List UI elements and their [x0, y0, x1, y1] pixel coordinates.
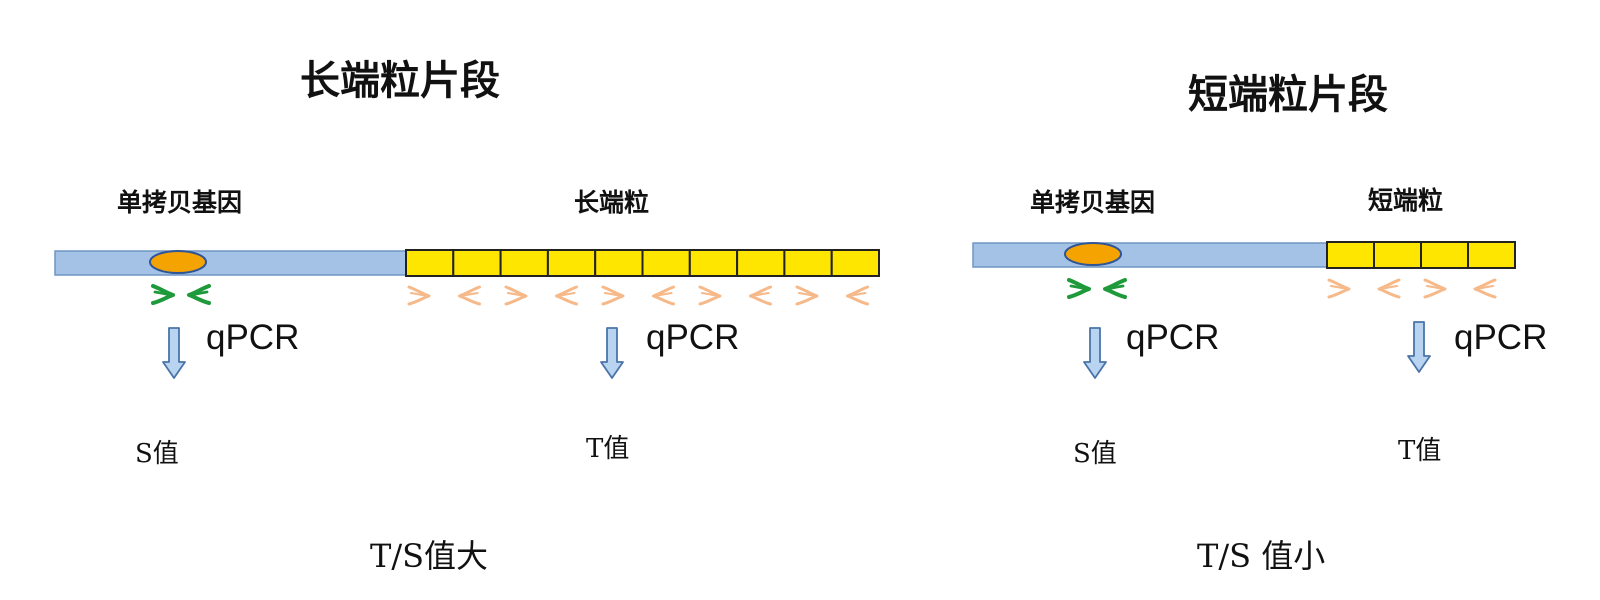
forward-primer-icon [1423, 278, 1447, 299]
telomere-repeat-box [1373, 241, 1422, 269]
forward-primer-icon [407, 285, 431, 306]
dna-strand [972, 242, 1328, 268]
telomere-repeat-box [499, 249, 549, 277]
short-telomere-diagram [972, 241, 1516, 379]
t-value-label: T值 [1398, 436, 1442, 466]
telomere-repeat-box [405, 249, 455, 277]
forward-primer-icon [1067, 278, 1091, 299]
telomere-qpcr-label: qPCR [646, 318, 740, 357]
single-copy-gene-label: 单拷贝基因 [1030, 188, 1156, 217]
forward-primer-icon [601, 285, 625, 306]
short-telomere-panel: 短端粒片段 单拷贝基因 短端粒 qPCR qPCR S值 T值 T/S 值小 [930, 0, 1600, 600]
telomere-repeat-box [830, 249, 881, 277]
forward-primer-icon [1327, 278, 1351, 299]
telomere-repeat-box [783, 249, 833, 277]
down-arrow-icon [162, 327, 186, 379]
single-copy-gene-mark [1064, 242, 1122, 266]
forward-primer-icon [698, 285, 722, 306]
long-telomere-title: 长端粒片段 [300, 57, 500, 104]
down-arrow-icon [600, 327, 624, 379]
telomere-repeat-box [546, 249, 597, 277]
reverse-primer-icon [749, 285, 772, 306]
ts-ratio-label: T/S 值小 [1197, 537, 1326, 575]
telomere-repeat-box [688, 249, 739, 277]
telomere-qpcr-label: qPCR [1454, 318, 1548, 357]
gene-primer-pair [1067, 278, 1127, 299]
dna-strand [54, 250, 408, 276]
telomere-repeat-box [641, 249, 691, 277]
down-arrow-icon [1083, 327, 1107, 379]
t-value-label: T值 [586, 434, 630, 464]
forward-primer-icon [795, 285, 819, 306]
single-copy-gene-label: 单拷贝基因 [117, 188, 243, 217]
telomere-repeat-box [1326, 241, 1375, 269]
s-value-label: S值 [135, 439, 179, 469]
gene-primer-pair [151, 284, 211, 305]
telomere-label: 长端粒 [574, 188, 650, 217]
telomere-repeat-box [594, 249, 644, 277]
long-telomere-panel: 长端粒片段 单拷贝基因 长端粒 qPCR qPCR S值 T值 T/S值大 [54, 57, 881, 575]
telomere-primers [1327, 278, 1497, 299]
short-telomere-title: 短端粒片段 [1188, 71, 1388, 118]
gene-qpcr-label: qPCR [1126, 318, 1220, 357]
telomere-primers [407, 285, 869, 306]
reverse-primer-icon [1377, 278, 1401, 299]
reverse-primer-icon [846, 285, 869, 306]
reverse-primer-icon [1473, 278, 1497, 299]
long-telomere-diagram [54, 249, 881, 379]
reverse-primer-icon [555, 285, 578, 306]
gene-qpcr-label: qPCR [206, 318, 300, 357]
telomere-repeats [405, 249, 881, 277]
telomere-repeat-box [1420, 241, 1469, 269]
s-value-label: S值 [1073, 439, 1117, 469]
reverse-primer-icon [652, 285, 675, 306]
ts-ratio-label: T/S值大 [370, 537, 489, 575]
telomere-repeat-box [1467, 241, 1516, 269]
telomere-repeat-box [736, 249, 786, 277]
telomere-label: 短端粒 [1368, 186, 1444, 215]
reverse-primer-icon [458, 285, 481, 306]
forward-primer-icon [504, 285, 528, 306]
down-arrow-icon [1407, 321, 1431, 373]
reverse-primer-icon [1103, 278, 1127, 299]
telomere-repeats [1326, 241, 1516, 269]
single-copy-gene-mark [149, 250, 207, 274]
forward-primer-icon [151, 284, 175, 305]
reverse-primer-icon [187, 284, 211, 305]
telomere-repeat-box [452, 249, 502, 277]
